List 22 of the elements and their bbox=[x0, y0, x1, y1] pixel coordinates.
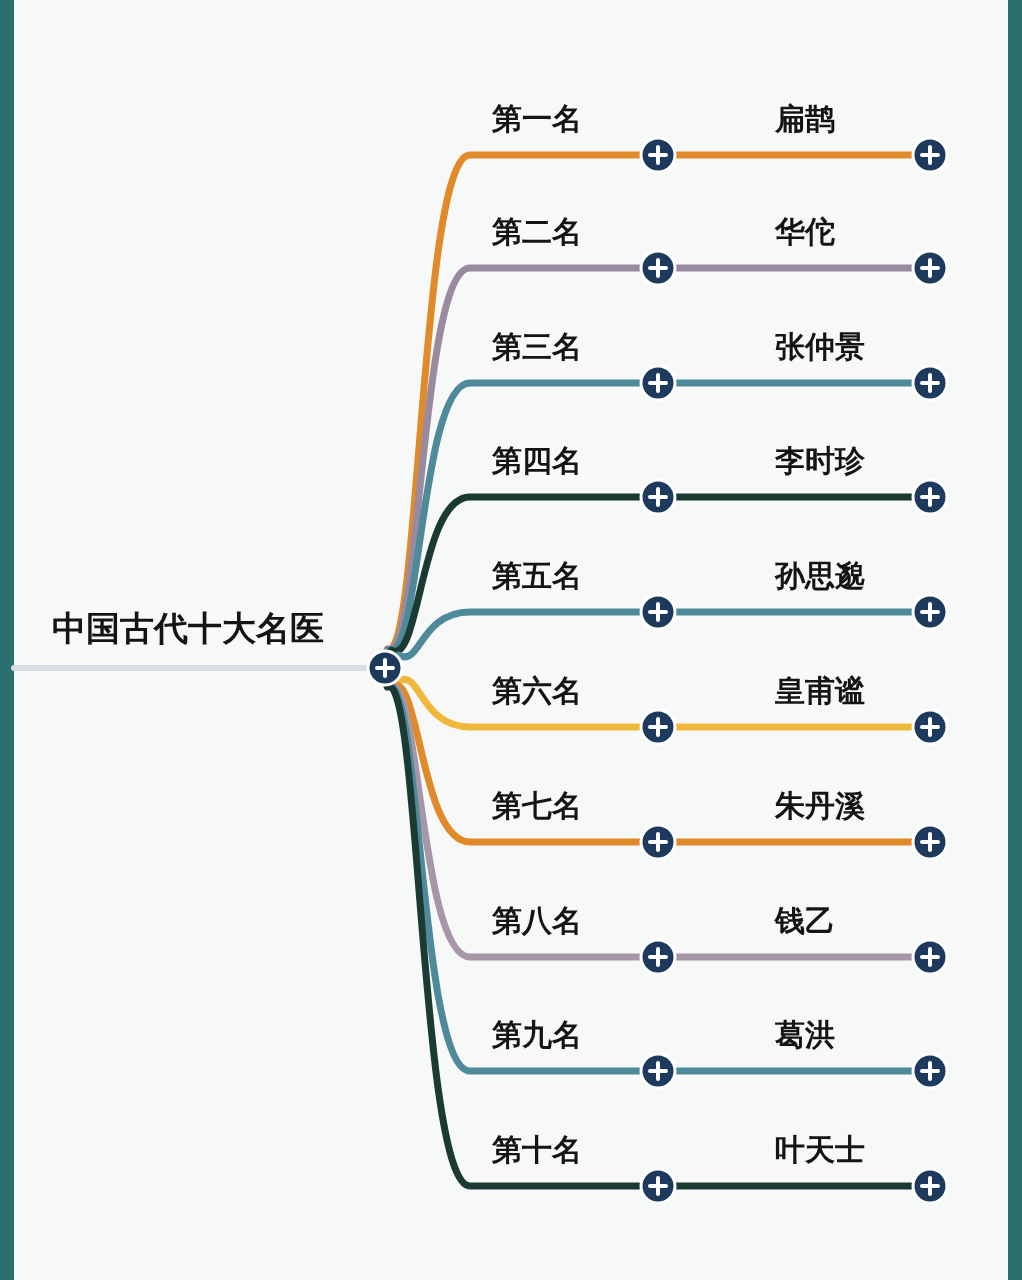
name-label: 钱乙 bbox=[775, 903, 835, 939]
rank-label: 第八名 bbox=[492, 903, 582, 939]
rank-label: 第九名 bbox=[492, 1017, 582, 1053]
name-label: 葛洪 bbox=[775, 1017, 835, 1053]
name-label: 华佗 bbox=[775, 214, 835, 250]
root-label: 中国古代十大名医 bbox=[52, 608, 324, 649]
rank-label: 第十名 bbox=[492, 1132, 582, 1168]
name-label: 张仲景 bbox=[775, 329, 865, 365]
rank-label: 第七名 bbox=[492, 788, 582, 824]
name-label: 李时珍 bbox=[775, 443, 865, 479]
name-label: 孙思邈 bbox=[775, 558, 865, 594]
rank-label: 第五名 bbox=[492, 558, 582, 594]
name-label: 扁鹊 bbox=[775, 101, 835, 137]
name-label: 叶天士 bbox=[775, 1132, 865, 1168]
rank-label: 第六名 bbox=[492, 673, 582, 709]
rank-label: 第三名 bbox=[492, 329, 582, 365]
name-label: 皇甫谧 bbox=[775, 673, 865, 709]
rank-label: 第四名 bbox=[492, 443, 582, 479]
rank-label: 第二名 bbox=[492, 214, 582, 250]
branch-line bbox=[11, 665, 369, 671]
name-label: 朱丹溪 bbox=[775, 788, 865, 824]
rank-label: 第一名 bbox=[492, 101, 582, 137]
